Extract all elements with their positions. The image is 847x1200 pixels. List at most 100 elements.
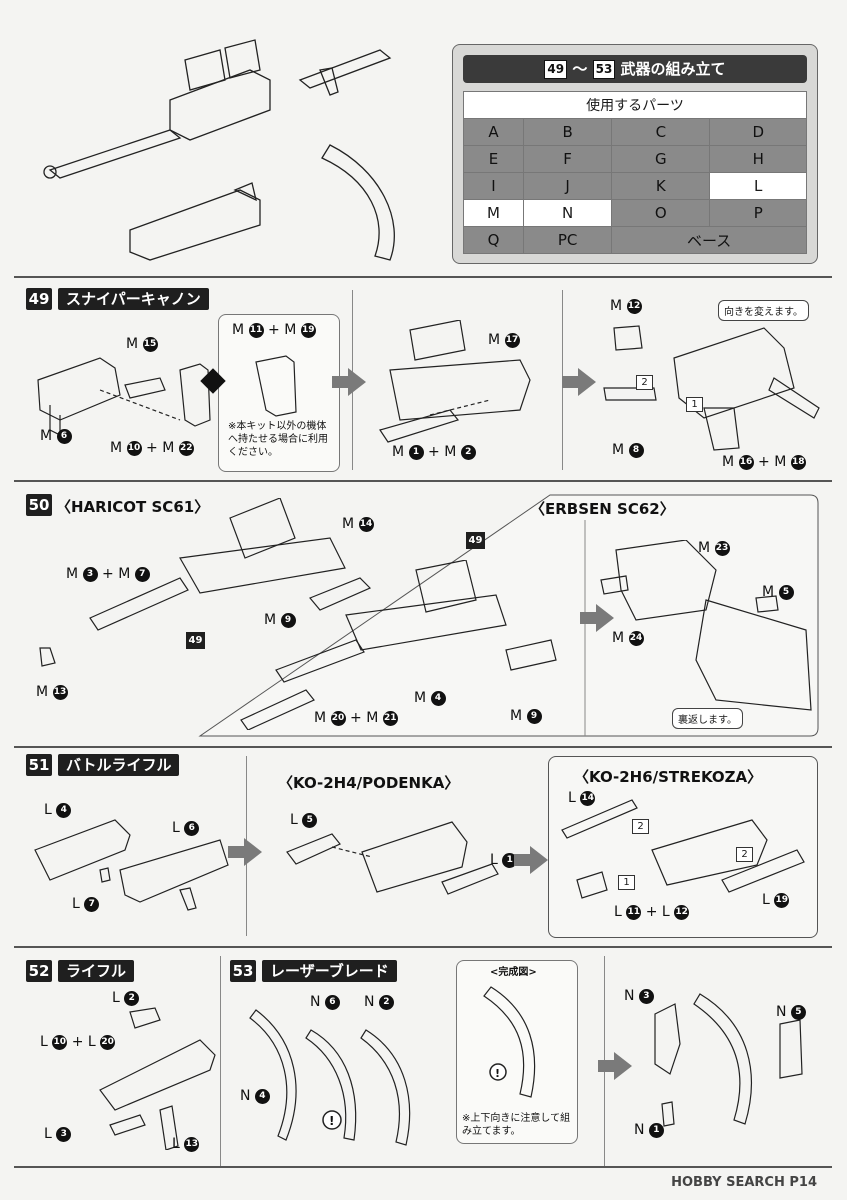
assembly-title: 49 ～ 53 武器の組み立て [463,55,807,83]
plus-sign: + [146,440,158,456]
label-m4: M 4 [414,690,446,706]
top-weapon-preview-sketches [43,39,395,261]
alternate-part-sketch [255,355,297,417]
watermark-text: HOBBY SEARCH [671,1175,785,1190]
step-2-marker: 2 [632,814,649,834]
plus-sign: + [645,904,658,920]
step-49-sketch-b [379,320,531,443]
label-m3-m7: M 3 + M 7 [66,566,150,582]
svg-text:!: ! [495,1067,500,1080]
part-number: 5 [778,584,794,600]
part-number: 8 [628,442,644,458]
part-letter: L [72,896,80,912]
parts-cell: C [611,118,711,146]
part-number: 4 [430,690,446,706]
part-letter: M [414,690,427,706]
part-number: 5 [790,1004,806,1020]
part-number: 20 [100,1034,116,1050]
title-step-from: 49 [544,60,568,79]
parts-cell-q: Q [463,226,524,254]
part-letter: L [762,892,770,908]
part-number: 1 [502,852,518,868]
parts-cell-pc: PC [522,226,613,254]
part-letter: M [232,322,245,338]
part-number: 3 [638,988,654,1004]
part-number: 2 [124,990,140,1006]
step-50-number: 50 [26,494,52,516]
label-m12: M 12 [610,298,642,314]
part-number: 7 [84,896,100,912]
step-number: 1 [686,397,703,412]
part-letter: M [126,336,139,352]
section-divider [14,480,832,482]
parts-cell: M [463,199,524,227]
step-50-sketch-b [240,560,557,730]
label-n4: N 4 [240,1088,270,1104]
part-letter: L [172,1136,180,1152]
step-53-number: 53 [230,960,256,982]
section-divider [14,946,832,948]
part-letter: M [284,322,297,338]
label-l10-l20: L 10 + L 20 [40,1034,116,1050]
parts-row: Q PC ベース [463,226,807,254]
erbsen-panel-outline [198,494,819,737]
rotate-callout: 向きを変えます。 [718,300,809,321]
step-number: 2 [736,847,753,862]
step-52-number: 52 [26,960,52,982]
plus-sign: + [71,1034,84,1050]
part-number: 12 [626,298,642,314]
part-letter: L [490,852,498,868]
part-number: 9 [280,612,296,628]
label-l7: L 7 [72,896,100,912]
completed-view-title: <完成図> [490,967,537,978]
part-letter: M [110,440,123,456]
label-m14: M 14 [342,516,374,532]
watermark: HOBBY SEARCH P14 [671,1175,817,1190]
title-tilde: ～ [572,60,588,78]
part-letter: L [172,820,180,836]
parts-cell: L [709,172,807,200]
label-m10-m22: M 10 + M 22 [110,440,194,456]
parts-cell: D [709,118,807,146]
label-m8: M 8 [612,442,644,458]
label-l11-l12: L 11 + L 12 [614,904,690,920]
parts-cell: P [709,199,807,227]
step-51-sketch-a [34,819,229,911]
step-49-sketch-a [37,357,211,436]
completed-view-box [456,960,578,1144]
step-1-marker: 1 [618,870,635,890]
ref-step-number: 49 [466,532,485,549]
parts-cell: E [463,145,524,173]
part-letter: M [314,710,327,726]
parts-row: M N O P [463,199,807,227]
step-51-number: 51 [26,754,52,776]
step-49-sketch-c [603,325,820,451]
ref-step-number: 49 [186,632,205,649]
part-number: 9 [526,708,542,724]
label-l6: L 6 [172,820,200,836]
label-m17: M 17 [488,332,520,348]
step-50-sketch-a [39,498,372,667]
svg-text:!: ! [329,1114,334,1128]
part-letter: N [624,988,635,1004]
step-50-sketch-c [600,540,812,711]
parts-table: 使用するパーツ A B C D E F G H I J K L M N O P … [463,91,807,254]
parts-cell: H [709,145,807,173]
label-m9b: M 9 [510,708,542,724]
part-letter: M [40,428,53,444]
label-l1: L 1 [490,852,518,868]
part-number: 11 [248,322,264,338]
part-letter: M [612,630,625,646]
completed-blade-sketch: ! [483,986,536,1098]
step-49-number: 49 [26,288,52,310]
part-letter: M [392,444,405,460]
part-number: 4 [56,802,72,818]
parts-cell: K [611,172,711,200]
label-m24: M 24 [612,630,644,646]
label-l19: L 19 [762,892,790,908]
parts-cell: F [522,145,613,173]
part-letter: N [240,1088,251,1104]
part-letter: M [774,454,787,470]
part-number: 23 [714,540,730,556]
part-letter: M [162,440,175,456]
